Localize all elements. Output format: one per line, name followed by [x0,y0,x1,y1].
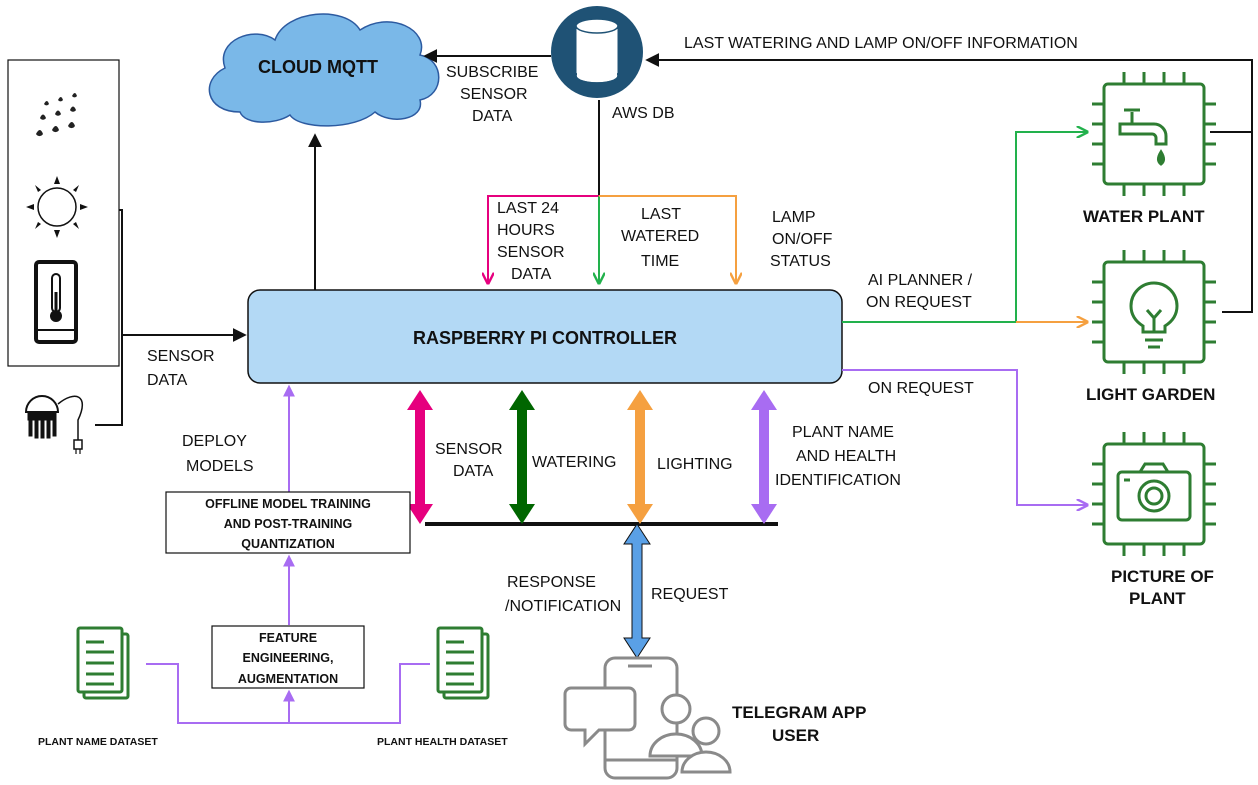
camera-chip-icon [1092,432,1216,556]
edge-label-last-watered-1: LAST [641,206,681,223]
edge-label-sensor-data-line2: DATA [147,372,188,389]
edge-label-ai-planner-2: ON REQUEST [866,294,972,311]
feature-eng-line3: AUGMENTATION [238,672,338,686]
offline-training-box [165,491,411,554]
aws-db-label: AWS DB [612,105,675,122]
edge-label-lamp-2: ON/OFF [772,231,833,248]
bus-sensor-arrow [407,390,433,524]
edge-label-request: REQUEST [651,586,729,603]
edge-label-last24-3: SENSOR [497,244,565,261]
sun-icon [26,176,88,238]
dataset-connector [146,663,430,724]
plant-health-dataset-label: PLANT HEALTH DATASET [377,736,508,748]
chat-users-phone-icon [563,656,732,780]
cloud-mqtt-label: CLOUD MQTT [258,57,378,77]
bulb-chip-icon [1092,250,1216,374]
rain-icon [36,93,77,137]
bus-label-sensor-1: SENSOR [435,441,503,458]
feature-eng-line1: FEATURE [259,631,317,645]
edge-label-response-2: /NOTIFICATION [505,598,621,615]
bus-label-plant-id-2: AND HEALTH [796,448,896,465]
controller-to-water-arrow [842,132,1086,323]
light-garden-label: LIGHT GARDEN [1086,385,1215,404]
document-icon [436,626,490,700]
telegram-link-arrow [623,523,651,659]
bus-label-sensor-2: DATA [453,463,494,480]
db-lamp-status-arrow [599,195,736,282]
bus-label-lighting: LIGHTING [657,456,733,473]
edge-label-response-1: RESPONSE [507,574,596,591]
plant-name-dataset-label: PLANT NAME DATASET [38,736,158,748]
edge-label-lamp-3: STATUS [770,253,831,270]
edge-label-deploy-2: MODELS [186,458,254,475]
sensor-connector [95,209,247,426]
edge-label-last-watered-2: WATERED [621,228,699,245]
edge-label-ai-planner-1: AI PLANNER / [868,272,973,289]
raspberry-pi-controller [247,289,843,384]
edge-label-deploy-1: DEPLOY [182,433,247,450]
database-icon [551,6,643,98]
telegram-label-1: TELEGRAM APP [732,703,866,722]
edge-label-subscribe-2: SENSOR [460,86,528,103]
telegram-label-2: USER [772,726,819,745]
feature-engineering-box [211,625,365,689]
edge-label-last24-4: DATA [511,266,552,283]
feedback-connector [645,53,1253,313]
feature-eng-line2: ENGINEERING, [243,651,334,665]
bus-plant-id-arrow [751,390,777,524]
water-tap-chip-icon [1092,72,1216,196]
edge-label-last24-2: HOURS [497,222,555,239]
picture-plant-label-1: PICTURE OF [1111,567,1214,586]
cloud-mqtt: CLOUD MQTT [208,13,440,127]
edge-label-lamp-1: LAMP [772,209,816,226]
edge-label-sensor-data-line1: SENSOR [147,348,215,365]
offline-training-line2: AND POST-TRAINING [224,517,352,531]
bus-label-plant-id-3: IDENTIFICATION [775,472,901,489]
soil-sensor-icon [24,395,84,454]
controller-label: RASPBERRY PI CONTROLLER [413,328,677,348]
picture-plant-label-2: PLANT [1129,589,1186,608]
bus-watering-arrow [509,390,535,524]
db-last24-arrow [488,195,599,282]
edge-label-last24-1: LAST 24 [497,200,559,217]
edge-label-subscribe-3: DATA [472,108,513,125]
thermometer-icon [34,260,78,344]
bus-label-watering: WATERING [532,454,616,471]
edge-label-on-request: ON REQUEST [868,380,974,397]
controller-to-camera-arrow [842,369,1086,505]
offline-training-line3: QUANTIZATION [241,537,335,551]
bus-lighting-arrow [627,390,653,524]
edge-label-last-watering-info: LAST WATERING AND LAMP ON/OFF INFORMATIO… [684,35,1078,52]
water-plant-label: WATER PLANT [1083,207,1205,226]
document-icon [76,626,130,700]
edge-label-subscribe-1: SUBSCRIBE [446,64,538,81]
offline-training-line1: OFFLINE MODEL TRAINING [205,497,371,511]
edge-label-last-watered-3: TIME [641,253,679,270]
bus-label-plant-id-1: PLANT NAME [792,424,894,441]
